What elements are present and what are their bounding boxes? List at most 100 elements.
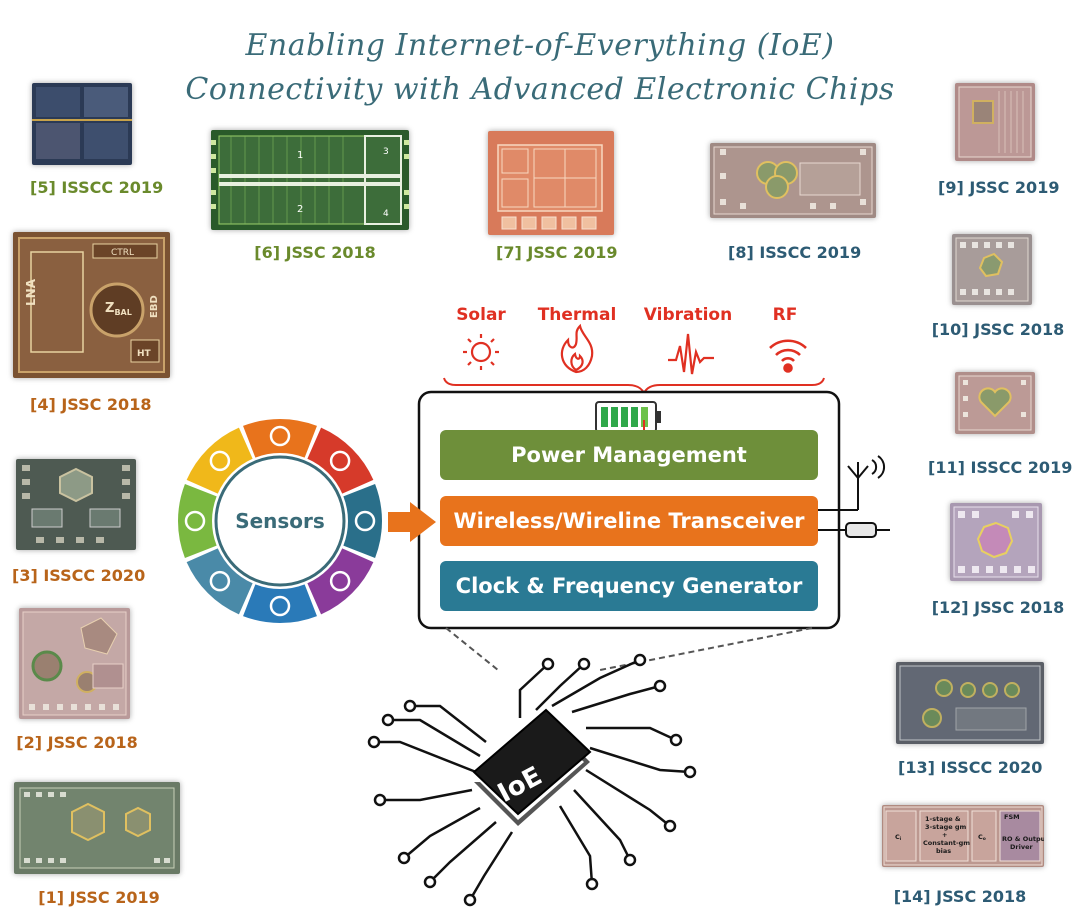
circuit-trace	[551, 658, 641, 708]
chip-6-block-3: 3	[383, 147, 389, 157]
cable-connector-icon	[818, 522, 890, 538]
sensor-to-transceiver-arrow	[388, 502, 436, 542]
sensor-weather-icon	[209, 570, 231, 592]
sensor-gauge-segment	[343, 484, 382, 558]
sensors-label: Sensors	[235, 509, 325, 533]
sensor-weather-segment	[186, 548, 253, 615]
chip-4-ht-label: HT	[137, 349, 152, 359]
chip-caption-2: [2] JSSC 2018	[16, 733, 138, 752]
sun-icon	[463, 334, 499, 370]
chip-image-13	[896, 662, 1044, 744]
rf-wifi-icon	[769, 339, 807, 373]
trace-pad	[633, 653, 647, 667]
trace-pad	[623, 853, 637, 867]
sensor-magnet-segment	[307, 427, 374, 494]
chip-6-layout: 1 2 3 4	[211, 135, 409, 225]
circuit-trace	[403, 806, 481, 859]
trace-pad	[463, 893, 477, 907]
circuit-trace	[586, 726, 677, 742]
chip-image-5	[32, 83, 132, 165]
chip-6-block-4: 4	[383, 209, 389, 219]
energy-label-thermal: Thermal	[537, 305, 617, 325]
chip-caption-14: [14] JSSC 2018	[893, 887, 1027, 906]
circuit-trace	[429, 821, 497, 883]
flame-icon	[560, 323, 594, 374]
chip-9-layout	[958, 86, 1032, 158]
circuit-trace	[468, 831, 514, 901]
chip-4-ebd-label: EBD	[149, 295, 160, 318]
chip-caption-6: [6] JSSC 2018	[254, 243, 376, 262]
chip-14-layout: Ci 1-stage & 3-stage gm + Constant-gm bi…	[883, 806, 1044, 866]
circuit-trace	[571, 684, 661, 714]
chip-caption-11: [11] ISSCC 2019	[928, 458, 1073, 477]
sensor-gauge-icon	[354, 510, 376, 532]
chip-image-1	[14, 782, 180, 874]
chip-caption-7: [7] JSSC 2019	[496, 243, 618, 262]
sensor-flask-icon	[329, 570, 351, 592]
chip-14-block-line-1: 1-stage &	[925, 815, 961, 823]
sensor-eye-icon	[269, 425, 291, 447]
chip-image-8	[710, 143, 876, 218]
chip-caption-3: [3] ISSCC 2020	[12, 566, 146, 585]
sensor-speaker-icon	[209, 450, 231, 472]
circuit-trace	[380, 788, 473, 802]
chip-caption-12: [12] JSSC 2018	[931, 598, 1065, 617]
circuit-trace	[518, 663, 549, 718]
chip-10-layout	[955, 237, 1029, 302]
sensor-hub-circle	[214, 455, 346, 587]
energy-label-vibration: Vibration	[643, 305, 733, 325]
chip-caption-1: [1] JSSC 2019	[38, 888, 160, 907]
chip-14-block-line-4: Constant-gm	[923, 839, 970, 847]
chip-11-layout	[958, 375, 1032, 431]
chip-14-ro-line-1: RO & Output	[1002, 835, 1044, 843]
transceiver-block: Wireless/Wireline Transceiver	[440, 496, 818, 546]
chip-14-co-sub: o	[983, 837, 986, 842]
svg-text:ZBAL: ZBAL	[105, 301, 132, 317]
chip-image-7	[488, 131, 614, 235]
chip-caption-8: [8] ISSCC 2019	[728, 243, 862, 262]
trace-pad	[541, 657, 555, 671]
chip-14-ro-line-2: Driver	[1010, 843, 1033, 851]
circuit-trace	[410, 704, 487, 743]
trace-pad	[669, 733, 683, 747]
chip-4-ctrl-label: CTRL	[111, 248, 134, 258]
trace-pad	[683, 765, 697, 779]
trace-pad	[653, 679, 667, 693]
power-management-block: Power Management	[440, 430, 818, 480]
chip-14-fsm-label: FSM	[1004, 813, 1020, 821]
chip-image-4: LNA CTRL EBD ZBAL HT	[13, 232, 170, 378]
circuit-trace	[573, 789, 632, 861]
ioe-chip-icon	[367, 653, 697, 907]
sensor-touch-icon	[184, 510, 206, 532]
sensor-snowflake-segment	[243, 584, 317, 623]
chip-image-10	[952, 234, 1032, 305]
antenna-icon	[818, 455, 885, 511]
circuit-trace	[585, 768, 671, 827]
sensor-flask-segment	[307, 548, 374, 615]
sensor-snowflake-icon	[269, 595, 291, 617]
chip-14-ci-sub: i	[900, 836, 902, 842]
circuit-trace	[558, 805, 594, 885]
sensor-touch-segment	[177, 484, 217, 558]
chip-3-layout	[22, 465, 130, 543]
trace-pad	[577, 657, 591, 671]
chip-image-9	[955, 83, 1035, 161]
chip-caption-4: [4] JSSC 2018	[30, 395, 152, 414]
chip-caption-5: [5] ISSCC 2019	[30, 178, 164, 197]
chip-image-11	[955, 372, 1035, 434]
chip-1-layout	[19, 787, 175, 869]
chip-13-layout	[899, 665, 1041, 741]
sensor-magnet-icon	[329, 450, 351, 472]
chip-caption-9: [9] JSSC 2019	[938, 178, 1060, 197]
sensor-eye-segment	[243, 419, 317, 458]
trace-pad	[397, 851, 411, 865]
trace-pad	[403, 699, 417, 713]
sensor-ring	[177, 419, 382, 623]
chip-14-block-line-5: bias	[936, 847, 951, 855]
svg-text:Co: Co	[978, 833, 986, 842]
clock-generator-block: Clock & Frequency Generator	[440, 561, 818, 611]
vibration-waveform-icon	[668, 333, 714, 375]
projection-line-left	[445, 627, 499, 671]
trace-pad	[663, 819, 677, 833]
energy-label-rf: RF	[772, 305, 798, 325]
